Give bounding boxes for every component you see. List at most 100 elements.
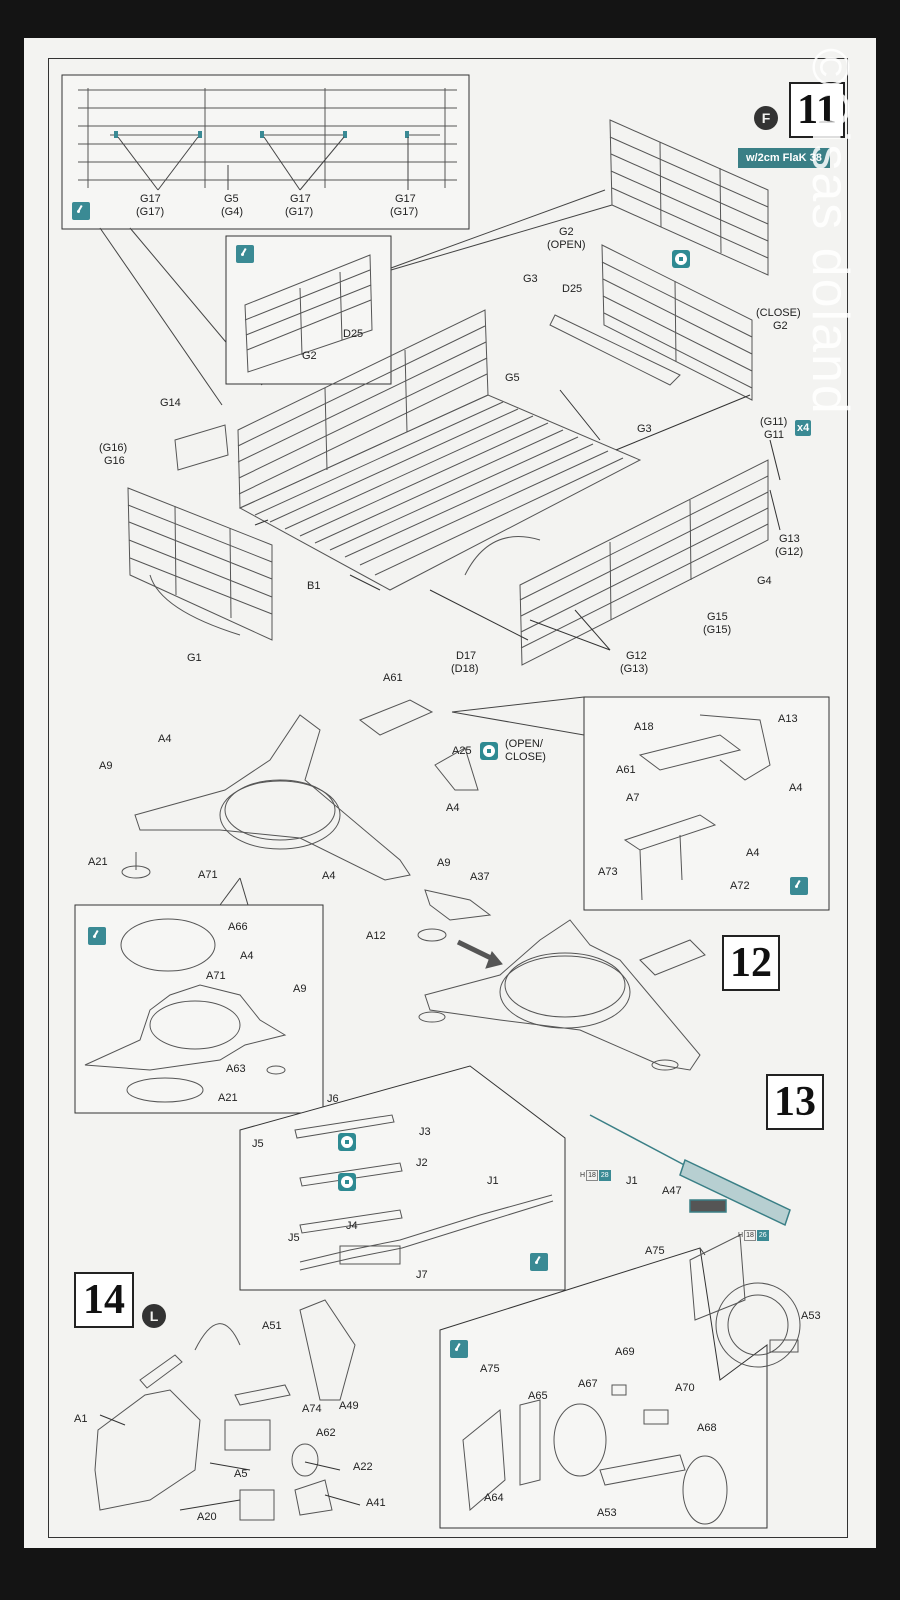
label-g17b-alt: (G17) — [285, 206, 314, 218]
label-j2: J2 — [416, 1157, 428, 1169]
label-inset-a61: A61 — [616, 764, 636, 776]
label-g2-open-state: (OPEN) — [547, 239, 586, 251]
label-g5-main: G5 — [505, 372, 520, 384]
label-g13-alt: (G12) — [775, 546, 804, 558]
label-a47: A47 — [662, 1185, 682, 1197]
label-inset-a70: A70 — [675, 1382, 695, 1394]
label-d25-inset: D25 — [343, 328, 364, 340]
label-j5a: J5 — [252, 1138, 264, 1150]
label-inset-a7: A7 — [626, 792, 640, 804]
label-inset-a69: A69 — [615, 1346, 635, 1358]
label-inset-a4b: A4 — [746, 847, 760, 859]
label-inset-a53: A53 — [597, 1507, 617, 1519]
label-a41: A41 — [366, 1497, 386, 1509]
label-g11: G11 — [764, 429, 784, 441]
mount-base-drawing — [121, 699, 492, 942]
glue-icon — [72, 202, 90, 220]
option-icon — [480, 742, 498, 760]
label-inset-a68: A68 — [697, 1422, 717, 1434]
label-inset-a4: A4 — [789, 782, 803, 794]
seat-inset-drawing — [623, 714, 771, 901]
label-g11-alt: (G11) — [760, 416, 788, 428]
label-inset2-a63: A63 — [226, 1063, 246, 1075]
label-g5: G5 — [224, 193, 239, 205]
label-j1-inset: J1 — [487, 1175, 499, 1187]
inset-turntable-box — [74, 904, 324, 1114]
step-12-number: 12 — [722, 935, 780, 991]
step-14-letter-badge: L — [142, 1304, 166, 1328]
truck-bed-drawing — [127, 119, 769, 666]
label-inset2-a21: A21 — [218, 1092, 238, 1104]
mount-assembled-drawing — [418, 919, 706, 1071]
label-g17c: G17 — [395, 193, 416, 205]
label-inset2-a71: A71 — [206, 970, 226, 982]
step-14-number: 14 — [74, 1272, 134, 1328]
label-a37: A37 — [470, 871, 490, 883]
label-g17c-alt: (G17) — [390, 206, 419, 218]
option-icon — [338, 1133, 356, 1151]
label-g15-alt: (G15) — [703, 624, 732, 636]
label-a9b: A9 — [437, 857, 451, 869]
label-g12: G12 — [626, 650, 647, 662]
label-a20: A20 — [197, 1511, 217, 1523]
label-inset2-a4: A4 — [240, 950, 254, 962]
label-g16: G16 — [104, 455, 125, 467]
label-g1: G1 — [187, 652, 202, 664]
label-g13: G13 — [779, 533, 800, 545]
label-g3a: G3 — [523, 273, 538, 285]
label-inset-a67: A67 — [578, 1378, 598, 1390]
cradle-drawing — [94, 1299, 356, 1521]
label-g2-open: G2 — [559, 226, 574, 238]
label-g16-alt: (G16) — [99, 442, 128, 454]
label-j5b: J5 — [288, 1232, 300, 1244]
sight-assembly-drawing — [689, 1234, 801, 1368]
label-j7: J7 — [416, 1269, 428, 1281]
label-g15: G15 — [707, 611, 728, 623]
quantity-badge: x4 — [795, 420, 812, 436]
label-j1: J1 — [626, 1175, 638, 1187]
option-icon — [672, 250, 690, 268]
label-g3b: G3 — [637, 423, 652, 435]
label-d17-alt: (D18) — [451, 663, 479, 675]
label-a49: A49 — [339, 1400, 359, 1412]
label-a75: A75 — [645, 1245, 665, 1257]
label-inset-a13: A13 — [778, 713, 798, 725]
label-g2-inset: G2 — [302, 350, 317, 362]
label-d17: D17 — [456, 650, 477, 662]
glue-icon — [236, 245, 254, 263]
glue-icon — [530, 1253, 548, 1271]
label-j3: J3 — [419, 1126, 431, 1138]
side-panel-drawing — [78, 88, 457, 188]
glue-icon — [88, 927, 106, 945]
label-g2-close: G2 — [773, 320, 788, 332]
label-j6: J6 — [327, 1093, 339, 1105]
mount-inset-drawing — [462, 1384, 728, 1525]
step-13-number: 13 — [766, 1074, 824, 1130]
label-g4: G4 — [757, 575, 772, 587]
label-a4c: A4 — [322, 870, 336, 882]
label-a71: A71 — [198, 869, 218, 881]
label-a21: A21 — [88, 856, 108, 868]
label-a9a: A9 — [99, 760, 113, 772]
label-a12: A12 — [366, 930, 386, 942]
label-a4b: A4 — [446, 802, 460, 814]
tailgate-inset-drawing — [244, 254, 373, 373]
page-frame — [48, 58, 848, 1538]
label-a22: A22 — [353, 1461, 373, 1473]
label-g17b: G17 — [290, 193, 311, 205]
label-g12-alt: (G13) — [620, 663, 649, 675]
step-11-number: 11 — [789, 82, 845, 138]
label-a25: A25 — [452, 745, 472, 757]
label-a1: A1 — [74, 1413, 88, 1425]
gun-parts-drawing — [294, 1114, 554, 1271]
label-inset-a65: A65 — [528, 1390, 548, 1402]
label-a62: A62 — [316, 1427, 336, 1439]
inset-gun-parts-box — [239, 1065, 566, 1291]
label-g17a-alt: (G17) — [136, 206, 165, 218]
label-g17a: G17 — [140, 193, 161, 205]
label-inset2-a66: A66 — [228, 921, 248, 933]
label-inset-a72: A72 — [730, 880, 750, 892]
turntable-inset-drawing — [84, 918, 287, 1103]
